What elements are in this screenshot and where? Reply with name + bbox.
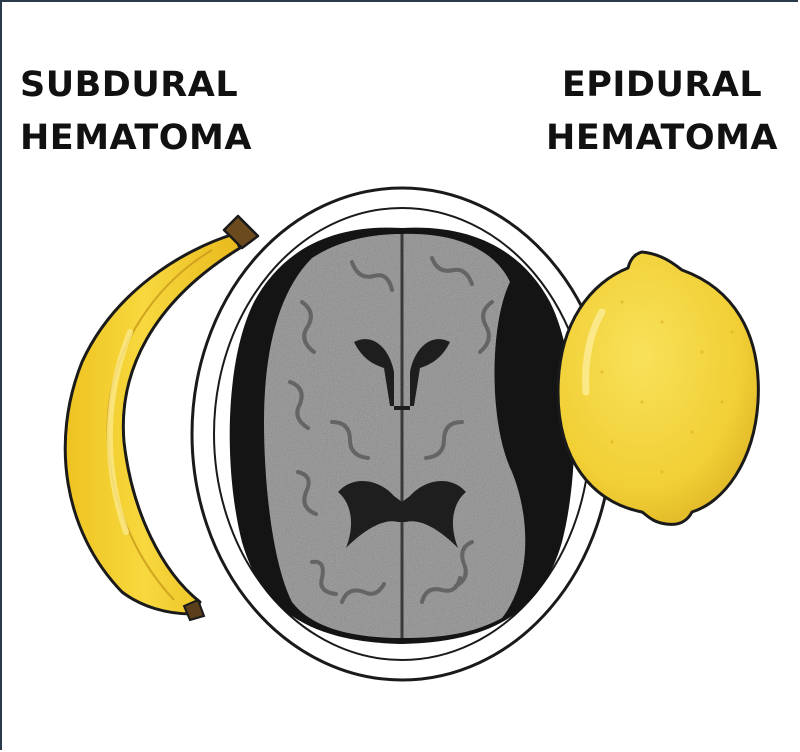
banana-icon — [63, 214, 260, 622]
brain-ct-icon — [190, 186, 614, 682]
subdural-label-line1: SUBDURAL — [20, 65, 239, 105]
subdural-label-line2: HEMATOMA — [20, 118, 252, 159]
epidural-hematoma-label: EPIDURAL HEMATOMA — [546, 59, 778, 165]
subdural-hematoma-label: SUBDURAL HEMATOMA — [20, 59, 252, 165]
lemon-icon — [556, 250, 760, 526]
epidural-label-line2: HEMATOMA — [546, 118, 778, 159]
epidural-label-line1: EPIDURAL — [561, 65, 763, 105]
